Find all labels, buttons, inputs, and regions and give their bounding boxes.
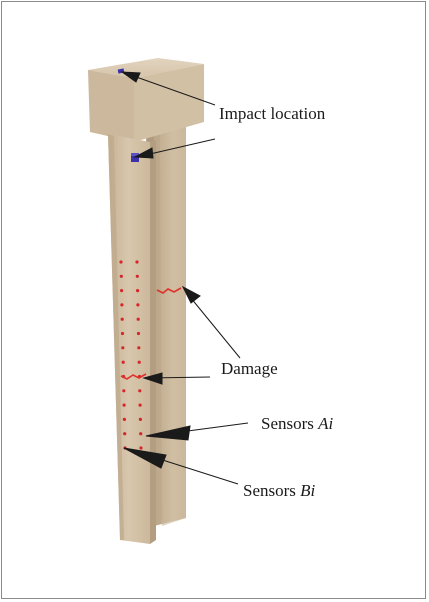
sensor-dot-icon: [136, 317, 140, 321]
damage-crack-icon: [120, 373, 147, 380]
sensor-dot-icon: [120, 317, 124, 321]
sensor-dot-icon: [119, 260, 123, 264]
damage-label: Damage: [221, 359, 278, 378]
sensor-dot-icon: [139, 446, 143, 450]
sensor-dot-icon: [135, 274, 139, 278]
sensor-dot-icon: [122, 389, 126, 393]
sensor-dot-icon: [123, 432, 127, 436]
sensor-dot-icon: [121, 360, 125, 364]
sensor-dot-icon: [138, 417, 142, 421]
front-column: [108, 134, 156, 544]
sensor-dot-icon: [122, 417, 126, 421]
sensor-dot-icon: [135, 260, 139, 264]
sensor-dot-icon: [120, 289, 124, 293]
sensor-dot-icon: [138, 389, 142, 393]
sensor-dot-icon: [119, 274, 123, 278]
sensors-b-symbol: Bi: [300, 481, 315, 500]
sensor-dot-icon: [136, 303, 140, 307]
sensor-dot-icon: [139, 432, 143, 436]
leader-lines: [120, 71, 249, 485]
sensors-a-label: Sensors Ai: [261, 414, 334, 433]
sensor-dot-icon: [122, 403, 126, 407]
sensor-dot-icon: [136, 331, 141, 336]
sensors-a-symbol: Ai: [317, 414, 333, 433]
sensor-dot-icon: [121, 346, 125, 350]
sensors-b-label: Sensors Bi: [243, 481, 316, 500]
sensor-dot-icon: [137, 346, 141, 350]
cap-block: [88, 58, 204, 142]
sensor-dot-icon: [136, 289, 140, 293]
impact-location-label: Impact location: [219, 104, 326, 123]
sensor-dot-icon: [120, 331, 125, 336]
sensor-dot-icon: [138, 403, 142, 407]
damage-crack-icon: [156, 287, 182, 294]
sensor-dot-icon: [120, 303, 124, 307]
sensor-dot-icon: [137, 360, 141, 364]
sensors-a-prefix: Sensors: [261, 414, 318, 433]
sensors-b-prefix: Sensors: [243, 481, 300, 500]
